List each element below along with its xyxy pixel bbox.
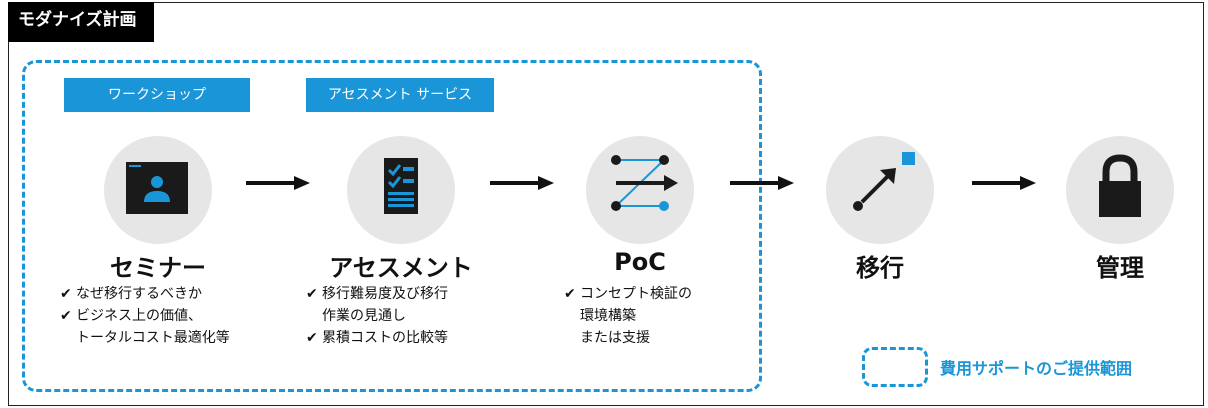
diagram-frame — [8, 2, 1204, 406]
check-icon: ✔ — [306, 330, 318, 346]
flow-nodes-icon — [611, 155, 678, 211]
seminar-circle — [104, 136, 212, 244]
bullet-text: 移行難易度及び移行 — [322, 286, 448, 302]
bullet-text: コンセプト検証の — [580, 286, 692, 302]
bullet-item: ✔ コンセプト検証の 環境構築 または支援 — [564, 283, 764, 349]
poc-circle — [586, 136, 694, 244]
bullet-text: トータルコスト最適化等 — [76, 330, 230, 346]
bullet-text: 環境構築 — [580, 308, 636, 324]
migration-circle — [826, 136, 934, 244]
screen-person-icon — [126, 162, 188, 214]
bullet-item: ✔ なぜ移行するべきか — [60, 283, 280, 305]
arrow-right-icon — [730, 176, 794, 190]
group-label-assessment-service: アセスメント サービス — [306, 78, 494, 112]
bullet-text: 累積コストの比較等 — [322, 330, 448, 346]
assessment-circle — [347, 136, 455, 244]
support-scope-boundary — [22, 60, 762, 392]
bullet-text: 作業の見通し — [322, 308, 406, 324]
bullet-text: ビジネス上の価値、 — [76, 308, 202, 324]
check-icon: ✔ — [60, 308, 72, 324]
checklist-icon — [384, 158, 418, 214]
check-icon: ✔ — [564, 286, 576, 302]
legend-label: 費用サポートのご提供範囲 — [940, 359, 1133, 378]
step-title-management: 管理 — [1096, 254, 1144, 282]
seminar-bullets: ✔ なぜ移行するべきか ✔ ビジネス上の価値、 トータルコスト最適化等 — [60, 283, 280, 349]
page-title: モダナイズ計画 — [8, 2, 154, 42]
arrow-right-icon — [972, 176, 1036, 190]
arrow-right-icon — [490, 176, 554, 190]
management-circle — [1066, 136, 1174, 244]
bullet-item: ✔ 移行難易度及び移行 作業の見通し — [306, 283, 526, 327]
bullet-text: または支援 — [580, 330, 650, 346]
step-title-migration: 移行 — [856, 254, 904, 282]
check-icon: ✔ — [60, 286, 72, 302]
bullet-text: なぜ移行するべきか — [76, 286, 202, 302]
legend-dashed-box — [862, 347, 928, 387]
poc-bullets: ✔ コンセプト検証の 環境構築 または支援 — [564, 283, 764, 349]
bullet-item: ✔ 累積コストの比較等 — [306, 327, 526, 349]
step-title-seminar: セミナー — [110, 254, 206, 282]
check-icon: ✔ — [306, 286, 318, 302]
migrate-arrow-icon — [853, 152, 915, 211]
group-label-workshop: ワークショップ — [64, 78, 250, 112]
bullet-item: ✔ ビジネス上の価値、 トータルコスト最適化等 — [60, 305, 280, 349]
lock-icon — [1099, 154, 1141, 217]
step-title-poc: PoC — [614, 248, 666, 276]
step-title-assessment: アセスメント — [329, 254, 473, 282]
arrow-right-icon — [246, 176, 310, 190]
assessment-bullets: ✔ 移行難易度及び移行 作業の見通し ✔ 累積コストの比較等 — [306, 283, 526, 349]
